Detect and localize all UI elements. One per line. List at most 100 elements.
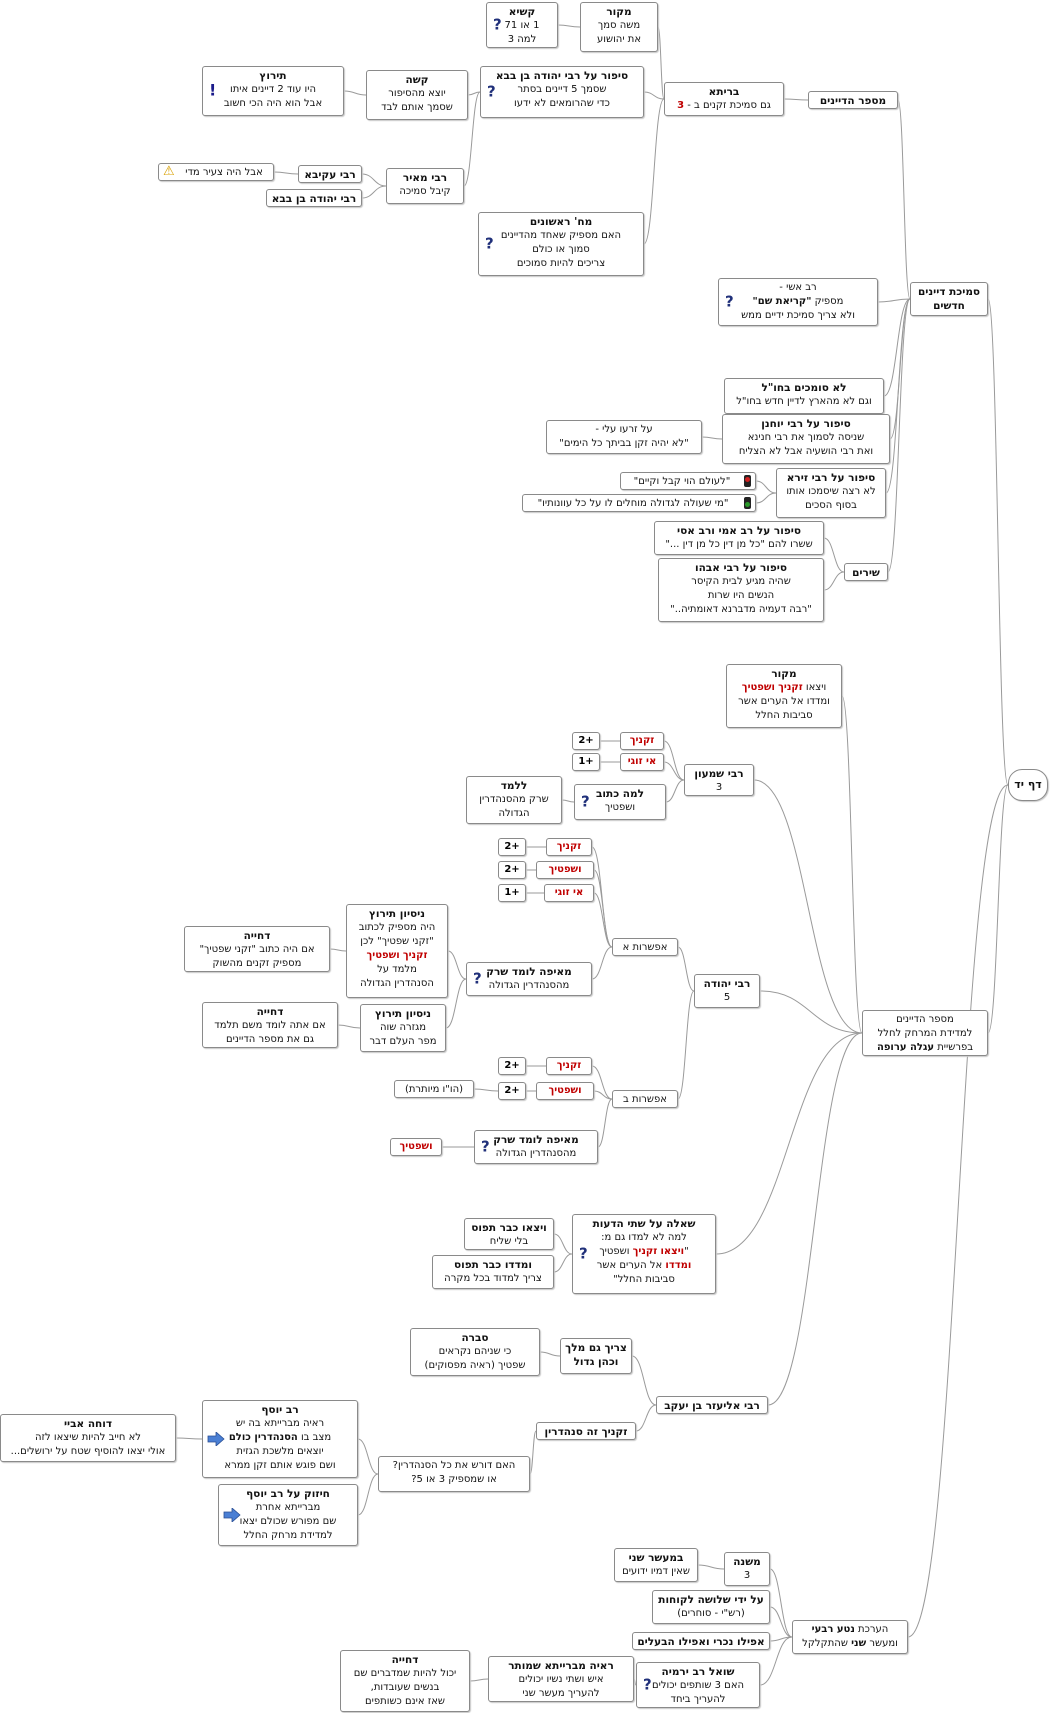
connector-root-n24 bbox=[987, 784, 1009, 1034]
root-node[interactable]: דף יד bbox=[1008, 769, 1048, 801]
connector-n18-n19 bbox=[755, 480, 777, 494]
question-icon: ? bbox=[643, 1675, 652, 1694]
node-n20[interactable]: "מי שעולה לגדולה מוחלים לו על כל עוונותי… bbox=[522, 494, 756, 512]
node-title: ניסיון תירוץ bbox=[368, 908, 426, 920]
node-n9[interactable]: רבי עקיבא bbox=[298, 165, 362, 183]
node-n39[interactable]: אי זוגי bbox=[544, 884, 594, 902]
node-n29[interactable]: אי זוגי bbox=[620, 753, 664, 771]
node-n68[interactable]: על ידי שלושה לקוחות(רש"י - סוחרים) bbox=[652, 1590, 770, 1624]
node-n65[interactable]: הערכת נטע רבעי ומעשר שני שהתקלקל bbox=[792, 1620, 908, 1654]
connector-n34-n41 bbox=[591, 946, 613, 980]
node-body: 5 bbox=[723, 992, 731, 1003]
connector-n13-n15 bbox=[883, 298, 911, 397]
node-title: ושפטיך bbox=[548, 864, 582, 875]
node-title: שירים bbox=[852, 567, 880, 579]
node-n37[interactable]: ושפטיך bbox=[536, 861, 594, 879]
node-title: רבי יהודה בן בבא bbox=[271, 193, 357, 205]
node-title: זקניך bbox=[629, 735, 655, 746]
node-n40[interactable]: +1 bbox=[498, 884, 526, 902]
question-icon: ? bbox=[579, 1244, 588, 1263]
node-n57[interactable]: רבי אליעזר בן יעקב bbox=[656, 1396, 768, 1414]
node-body: משה סמך את יהושוע bbox=[597, 20, 641, 45]
node-n36[interactable]: +2 bbox=[498, 838, 526, 856]
connector-n65-n68 bbox=[769, 1606, 793, 1638]
node-n30[interactable]: +1 bbox=[572, 753, 600, 771]
node-n35[interactable]: זקניך bbox=[546, 838, 592, 856]
node-title: דוחה אביי bbox=[63, 1418, 113, 1430]
node-title: דחייה bbox=[243, 930, 271, 942]
node-n11[interactable]: רבי יהודה בן בבא bbox=[266, 189, 362, 207]
node-n34[interactable]: אפשרות א bbox=[612, 938, 678, 956]
connector-n57-n58 bbox=[631, 1355, 657, 1406]
node-n38[interactable]: +2 bbox=[498, 861, 526, 879]
node-n24[interactable]: מספר הדיינים למדידת המרחק לחלל בפרשיית ע… bbox=[862, 1010, 988, 1056]
node-n48[interactable]: +2 bbox=[498, 1057, 526, 1075]
node-body: היה מספיק לכתוב "זקני שפטיך" לכן זקניך ו… bbox=[358, 922, 436, 989]
node-n21[interactable]: שירים bbox=[844, 563, 888, 581]
node-n46[interactable]: אפשרות ב bbox=[612, 1090, 678, 1108]
node-title: מקור bbox=[606, 6, 632, 18]
node-n61[interactable]: האם דורש את כל הסנהדרין? או שמספיק 3 או … bbox=[378, 1456, 530, 1492]
node-n60[interactable]: זקניך זה סנהדרין bbox=[536, 1422, 636, 1440]
node-n51[interactable]: (הו"ו מיותרת) bbox=[394, 1080, 474, 1098]
warning-icon: ⚠ bbox=[163, 164, 175, 179]
node-n59[interactable]: סברה כי שניהם נקראים שפטיך (ראיה מפסוקים) bbox=[410, 1328, 540, 1376]
node-title: סברה bbox=[461, 1332, 489, 1344]
node-n53[interactable]: ושפטיך bbox=[390, 1138, 442, 1156]
node-body: כי שניהם נקראים שפטיך (ראיה מפסוקים) bbox=[424, 1346, 526, 1371]
node-n1[interactable]: מספר הדיינים bbox=[808, 91, 898, 109]
node-n10[interactable]: אבל היה צעיר מדי⚠ bbox=[158, 163, 274, 181]
node-body: מגזרה שוה מפר העלם דבר bbox=[369, 1022, 437, 1047]
node-n42[interactable]: ניסיון תירוץ היה מספיק לכתוב "זקני שפטיך"… bbox=[346, 904, 448, 998]
node-n19[interactable]: "לעולם הוי קבל וקיים" bbox=[620, 472, 756, 490]
node-n47[interactable]: זקניך bbox=[546, 1057, 592, 1075]
node-n28[interactable]: +2 bbox=[572, 732, 600, 750]
node-n69[interactable]: אפילו נכרי ואפילו הבעלים bbox=[632, 1632, 770, 1650]
node-n3[interactable]: מקור משה סמך את יהושוע bbox=[580, 2, 658, 52]
node-body: ושפטיך bbox=[604, 802, 636, 813]
node-n27[interactable]: זקניך bbox=[620, 732, 664, 750]
node-n14[interactable]: רב אשי - מספיק "קריאת שם" ולא צריך סמיכת… bbox=[718, 278, 878, 326]
node-n49[interactable]: ושפטיך bbox=[536, 1082, 594, 1100]
connector-n6-n7 bbox=[343, 90, 367, 96]
node-n13[interactable]: סמיכת דיינים חדשים bbox=[910, 282, 988, 316]
node-n58[interactable]: צריך גם מלך וכהן גדול bbox=[560, 1338, 632, 1374]
node-n17[interactable]: על זרעו עלי - "לא יהיה זקן בביתך כל הימי… bbox=[546, 420, 702, 454]
node-body: צריך למדוד בכל מקרה bbox=[444, 1273, 542, 1284]
node-n50[interactable]: +2 bbox=[498, 1082, 526, 1100]
node-body: מהסנהדרין הגדולה bbox=[495, 1148, 577, 1159]
